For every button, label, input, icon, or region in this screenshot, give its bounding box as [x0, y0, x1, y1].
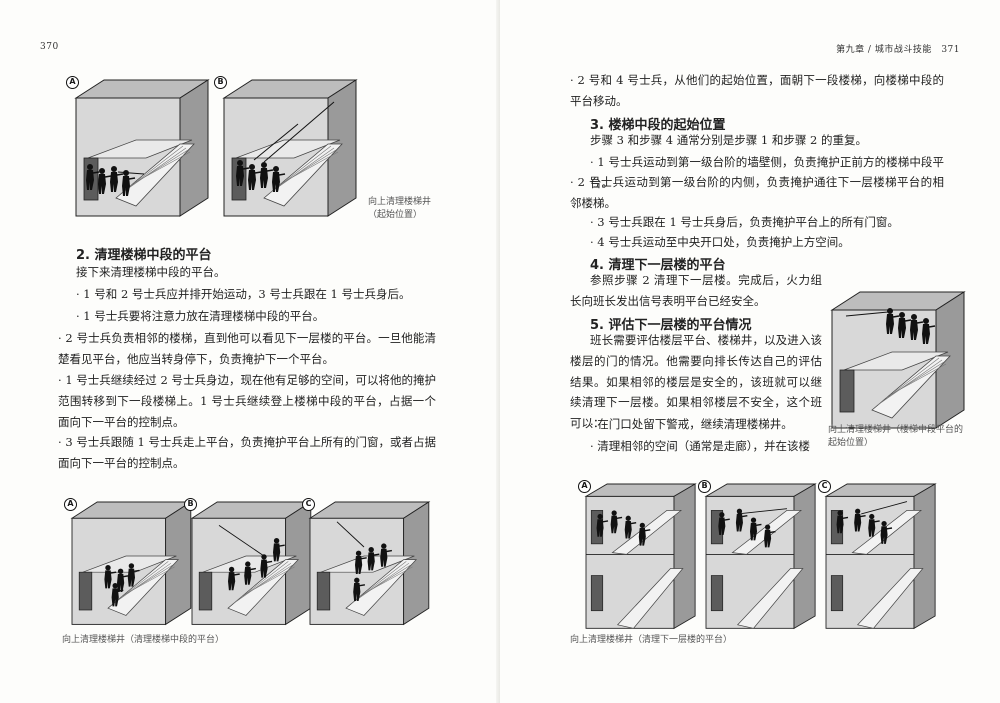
panel-a-illustration [75, 79, 209, 217]
paragraph: · 2 号士兵负责相邻的楼梯，直到他可以看见下一层楼的平台。一旦他能清楚看见平台… [58, 331, 436, 366]
panel-label: B [214, 76, 227, 89]
caption-line: 向上清理楼梯井 [368, 197, 432, 207]
paragraph: · 4 号士兵运动至中央开口处，负责掩护上方空间。 [590, 235, 850, 249]
stairwell-figure-landing: A B C [64, 496, 434, 628]
figure-caption: 向上清理楼梯井（清理楼梯中段的平台） [62, 635, 225, 645]
paragraph: · 2 号和 4 号士兵，从他们的起始位置，面朝下一段楼梯，向楼梯中段的平台移动… [570, 73, 944, 108]
paragraph: · 1 号士兵要将注意力放在清理楼梯中段的平台。 [76, 309, 325, 323]
stairwell-figure-next-floor: A B C [576, 478, 956, 630]
panel-label: A [578, 480, 591, 493]
section-heading: 4. 清理下一层楼的平台 [590, 258, 726, 273]
paragraph: · 1 号士兵运动到第一级台阶的墙壁侧，负责掩护正前方的楼梯中段平台。 [590, 155, 944, 190]
paragraph: 班长需要评估楼层平台、楼梯井，以及进入该楼层的门的情况。他需要向排长传达自己的评… [570, 333, 822, 431]
paragraph: 参照步骤 2 清理下一层楼。完成后，火力组长向班长发出信号表明平台已经安全。 [570, 273, 822, 308]
panel-a-illustration [585, 483, 696, 629]
panel-b-illustration [705, 483, 816, 629]
paragraph: 步骤 3 和步骤 4 通常分别是步骤 1 和步骤 2 的重复。 [590, 133, 868, 147]
panel-label: B [698, 480, 711, 493]
section-heading: 5. 评估下一层楼的平台情况 [590, 318, 752, 333]
stairwell-figure-midlanding-start [830, 290, 968, 430]
running-header: 第九章 / 城市战斗技能 371 [836, 45, 960, 55]
stairwell-figure-start: A B [64, 72, 364, 222]
panel-c-illustration [309, 501, 430, 625]
panel-label: B [184, 498, 197, 511]
paragraph: · 3 号士兵跟随 1 号士兵走上平台，负责掩护平台上所有的门窗，或者占据面向下… [58, 435, 436, 470]
section-heading: 3. 楼梯中段的起始位置 [590, 118, 726, 133]
caption-line: （起始位置） [368, 210, 423, 220]
panel-label: C [302, 498, 315, 511]
paragraph: · 清理相邻的空间（通常是走廊），并在该楼 [590, 439, 811, 453]
figure-caption: 向上清理楼梯井（清理下一层楼的平台） [570, 635, 733, 645]
caption-line: 起始位置） [828, 438, 874, 448]
panel-label: A [64, 498, 77, 511]
panel-b-illustration [223, 79, 357, 217]
paragraph: 接下来清理楼梯中段的平台。 [76, 265, 226, 279]
paragraph: · 在门口处留下警戒，继续清理楼梯井。 [590, 417, 793, 431]
panel-label: A [66, 76, 79, 89]
figure-caption: 向上清理楼梯井 （起始位置） [368, 196, 458, 222]
panel-label: C [818, 480, 831, 493]
panel-b-illustration [191, 501, 312, 625]
paragraph: · 3 号士兵跟在 1 号士兵身后，负责掩护平台上的所有门窗。 [590, 215, 899, 229]
panel-a-illustration [71, 501, 192, 625]
left-page: 370 A B 向上清理楼梯井 （起始位置） 2. 清理楼梯中段的平台 接下来清… [40, 42, 458, 645]
paragraph: · 2 号士兵运动到第一级台阶的内侧，负责掩护通往下一层楼梯平台的相邻楼梯。 [570, 175, 944, 210]
caption-line: 向上清理楼梯井（楼梯中段平台的 [828, 425, 964, 435]
section-heading: 2. 清理楼梯中段的平台 [76, 248, 212, 263]
side-illustration [831, 291, 965, 429]
page-number: 370 [40, 42, 59, 52]
panel-c-illustration [825, 483, 936, 629]
figure-caption: 向上清理楼梯井（楼梯中段平台的 起始位置） [828, 424, 978, 450]
right-page: 第九章 / 城市战斗技能 371 · 2 号和 4 号士兵，从他们的起始位置，面… [500, 0, 1000, 703]
paragraph: · 1 号士兵继续经过 2 号士兵身边，现在他有足够的空间，可以将他的掩护范围转… [58, 373, 436, 429]
paragraph: · 1 号和 2 号士兵应并排开始运动，3 号士兵跟在 1 号士兵身后。 [76, 287, 411, 301]
